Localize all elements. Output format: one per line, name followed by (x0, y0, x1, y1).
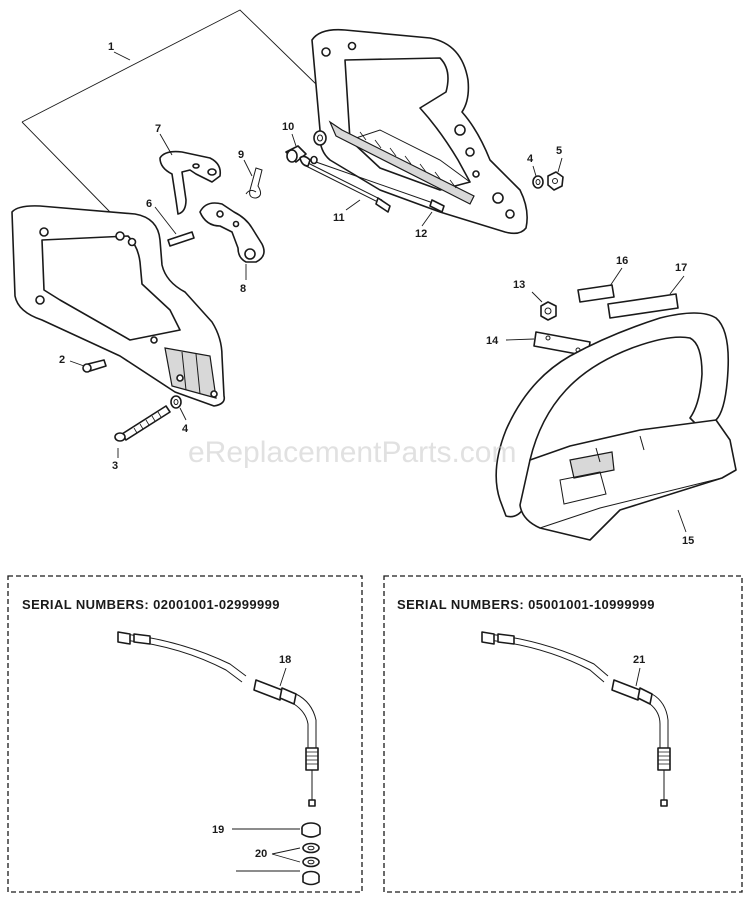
part-19-nut (301, 822, 321, 838)
part-15-wrap-handle (495, 312, 737, 541)
callout-17: 17 (675, 262, 687, 274)
watermark: eReplacementParts.com (188, 436, 516, 469)
grommet-ring (313, 130, 327, 146)
part-17-label (607, 293, 679, 319)
part-13-nut (540, 301, 557, 321)
callout-6: 6 (146, 198, 152, 210)
callout-7: 7 (155, 123, 161, 135)
part-4-washer-right (532, 175, 544, 189)
callout-1: 1 (108, 41, 114, 53)
callout-11: 11 (333, 212, 345, 224)
part-12-rod (310, 155, 445, 213)
handle-half-left (11, 205, 226, 407)
callout-9: 9 (238, 149, 244, 161)
callout-4b: 4 (527, 153, 534, 165)
callout-16: 16 (616, 255, 628, 267)
part-4-washer-left (170, 395, 182, 409)
handle-half-right (311, 28, 528, 235)
callout-10: 10 (282, 121, 294, 133)
part-20-washers (302, 842, 320, 886)
serial-box-left-title: SERIAL NUMBERS: 02001001-02999999 (22, 597, 280, 612)
serial-box-right-title: SERIAL NUMBERS: 05001001-10999999 (397, 597, 655, 612)
callout-4a: 4 (182, 423, 189, 435)
part-6-pin (167, 231, 195, 247)
part-2-screw (82, 359, 107, 373)
callout-13: 13 (513, 279, 525, 291)
serial-box-left (7, 575, 363, 893)
part-11-rod (299, 155, 391, 213)
callout-2: 2 (59, 354, 65, 366)
part-9-spring (245, 167, 263, 199)
callout-19: 19 (212, 824, 224, 836)
part-18-cable (117, 631, 319, 807)
callout-15: 15 (682, 535, 694, 547)
callout-12: 12 (415, 228, 427, 240)
callout-20: 20 (255, 848, 267, 860)
part-3-bolt (114, 405, 171, 442)
callout-8: 8 (240, 283, 246, 295)
callout-5: 5 (556, 145, 562, 157)
serial-box-right (383, 575, 743, 893)
callout-18: 18 (279, 654, 291, 666)
callout-14: 14 (486, 335, 499, 347)
callout-3: 3 (112, 460, 118, 472)
part-16-label (577, 284, 615, 303)
part-8-lever (199, 202, 265, 263)
callout-1-bracket (21, 9, 319, 213)
part-21-cable (481, 631, 671, 807)
callout-21: 21 (633, 654, 645, 666)
part-5-nut (547, 171, 564, 191)
part-7-trigger (159, 150, 222, 215)
